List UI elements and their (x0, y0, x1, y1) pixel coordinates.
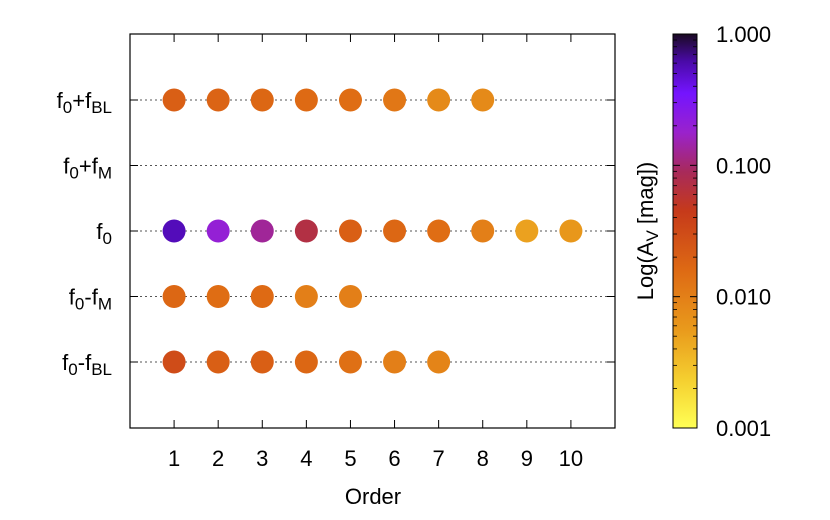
data-point (427, 219, 451, 243)
data-point (383, 88, 407, 112)
plot-border (129, 33, 616, 429)
x-tick-label: 6 (388, 446, 400, 471)
y-tick-label: f0+fBL (57, 88, 112, 117)
y-tick-label: f0+fM (63, 154, 112, 183)
data-point (338, 88, 362, 112)
data-point (338, 219, 362, 243)
colorbar-tick-label: 1.000 (716, 22, 771, 47)
data-point (206, 219, 230, 243)
data-point (250, 285, 274, 308)
colorbar-tick-label: 0.100 (716, 153, 771, 178)
colorbar-tick-label: 0.010 (716, 285, 771, 310)
data-point (250, 350, 274, 374)
data-point (383, 219, 407, 243)
colorbar: 1.000 0.100 0.010 0.001 Log(AV [mag]) (633, 22, 771, 441)
data-point (162, 350, 186, 374)
data-point (338, 285, 362, 308)
data-point (515, 219, 539, 243)
x-tick-label: 8 (477, 446, 489, 471)
data-point (162, 88, 186, 112)
data-point (559, 219, 583, 243)
data-point (162, 219, 186, 243)
data-point (206, 350, 230, 374)
y-tick-label: f0-fM (69, 285, 112, 314)
x-tick-label: 3 (256, 446, 268, 471)
colorbar-label: Log(AV [mag]) (633, 162, 662, 301)
data-point (206, 88, 230, 112)
x-tick-label: 4 (300, 446, 312, 471)
data-point (250, 219, 274, 243)
data-point (427, 350, 451, 374)
colorbar-ticks: 1.000 0.100 0.010 0.001 (673, 22, 771, 441)
x-tick-label: 2 (212, 446, 224, 471)
plot-frame (129, 33, 616, 429)
x-tick-label: 1 (168, 446, 180, 471)
data-point (294, 219, 318, 243)
y-tick-label: f0 (96, 219, 112, 248)
x-tick-label: 9 (521, 446, 533, 471)
y-axis-ticks: f0+fBL f0+fM f0 f0-fM f0-fBL (57, 88, 615, 379)
y-tick-label: f0-fBL (62, 350, 112, 379)
x-tick-label: 10 (559, 446, 583, 471)
data-point (294, 88, 318, 112)
data-point (338, 350, 362, 374)
data-point (427, 88, 451, 112)
data-point (383, 350, 407, 374)
data-point (294, 285, 318, 308)
data-point (294, 350, 318, 374)
data-point (162, 285, 186, 308)
x-axis-ticks: 1 2 3 4 5 6 7 8 9 10 (168, 34, 583, 471)
data-point (471, 219, 495, 243)
data-point (206, 285, 230, 308)
x-tick-label: 5 (344, 446, 356, 471)
x-tick-label: 7 (433, 446, 445, 471)
data-point (471, 88, 495, 112)
data-points (162, 88, 583, 374)
colorbar-gradient (672, 33, 698, 429)
colorbar-tick-label: 0.001 (716, 416, 771, 441)
data-point (250, 88, 274, 112)
gridlines (130, 99, 615, 363)
x-axis-label: Order (345, 484, 401, 509)
